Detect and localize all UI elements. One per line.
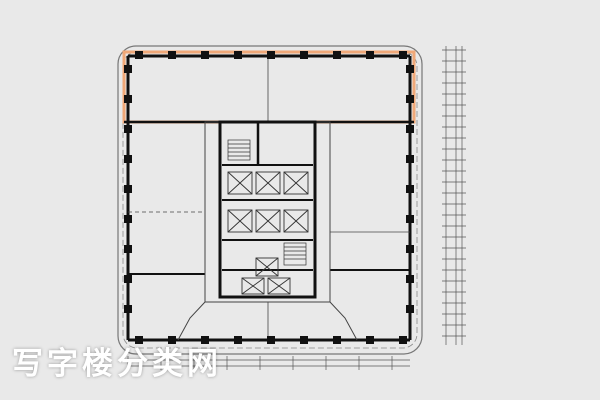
column [406,305,414,313]
column [201,336,209,344]
column [300,51,308,59]
entrance-wall-right [329,301,358,341]
facade-line [122,51,418,349]
core-inner-wall [218,120,317,299]
bottom-dimension-line [127,356,410,370]
columns [124,51,414,344]
column [135,336,143,344]
column [267,336,275,344]
column [168,336,176,344]
column [267,51,275,59]
building-outline [117,45,423,355]
column [300,336,308,344]
column [124,155,132,163]
stair-north [227,139,251,161]
column [201,51,209,59]
column [333,51,341,59]
watermark-text: 写字楼分类网 [12,346,222,382]
column [399,51,407,59]
column [124,305,132,313]
stair-south [283,242,307,266]
column [124,245,132,253]
column [124,65,132,73]
column [124,185,132,193]
column [124,215,132,223]
column [366,51,374,59]
column [406,65,414,73]
column [366,336,374,344]
dimension-ruler [442,46,466,345]
column [168,51,176,59]
column [406,275,414,283]
column [406,155,414,163]
entrance-wall-left [177,301,206,341]
column [333,336,341,344]
column [124,125,132,133]
column [406,95,414,103]
elevator-bank-middle [227,209,309,233]
column [406,185,414,193]
elevator-bank-lower [241,257,291,295]
column [135,51,143,59]
column [124,95,132,103]
column [234,336,242,344]
column [399,336,407,344]
column [124,275,132,283]
column [406,245,414,253]
column [406,215,414,223]
elevator-bank-upper [227,171,309,195]
column [406,125,414,133]
column [234,51,242,59]
